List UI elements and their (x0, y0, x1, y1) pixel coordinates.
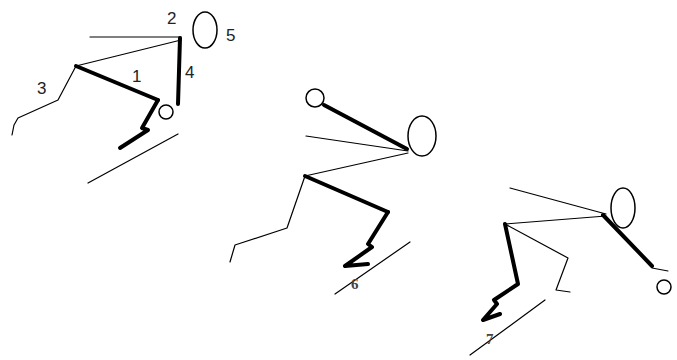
callout-number: 3 (37, 80, 46, 97)
callout-number: 1 (132, 68, 141, 85)
skater-figure (470, 188, 671, 355)
skater-figure (12, 12, 217, 183)
callout-number: 5 (226, 27, 235, 44)
callout-number: 2 (167, 10, 176, 27)
skater-figure (230, 89, 436, 294)
callout-number: 6 (351, 277, 359, 292)
callout-number: 4 (185, 64, 194, 81)
callout-number: 7 (486, 332, 494, 347)
